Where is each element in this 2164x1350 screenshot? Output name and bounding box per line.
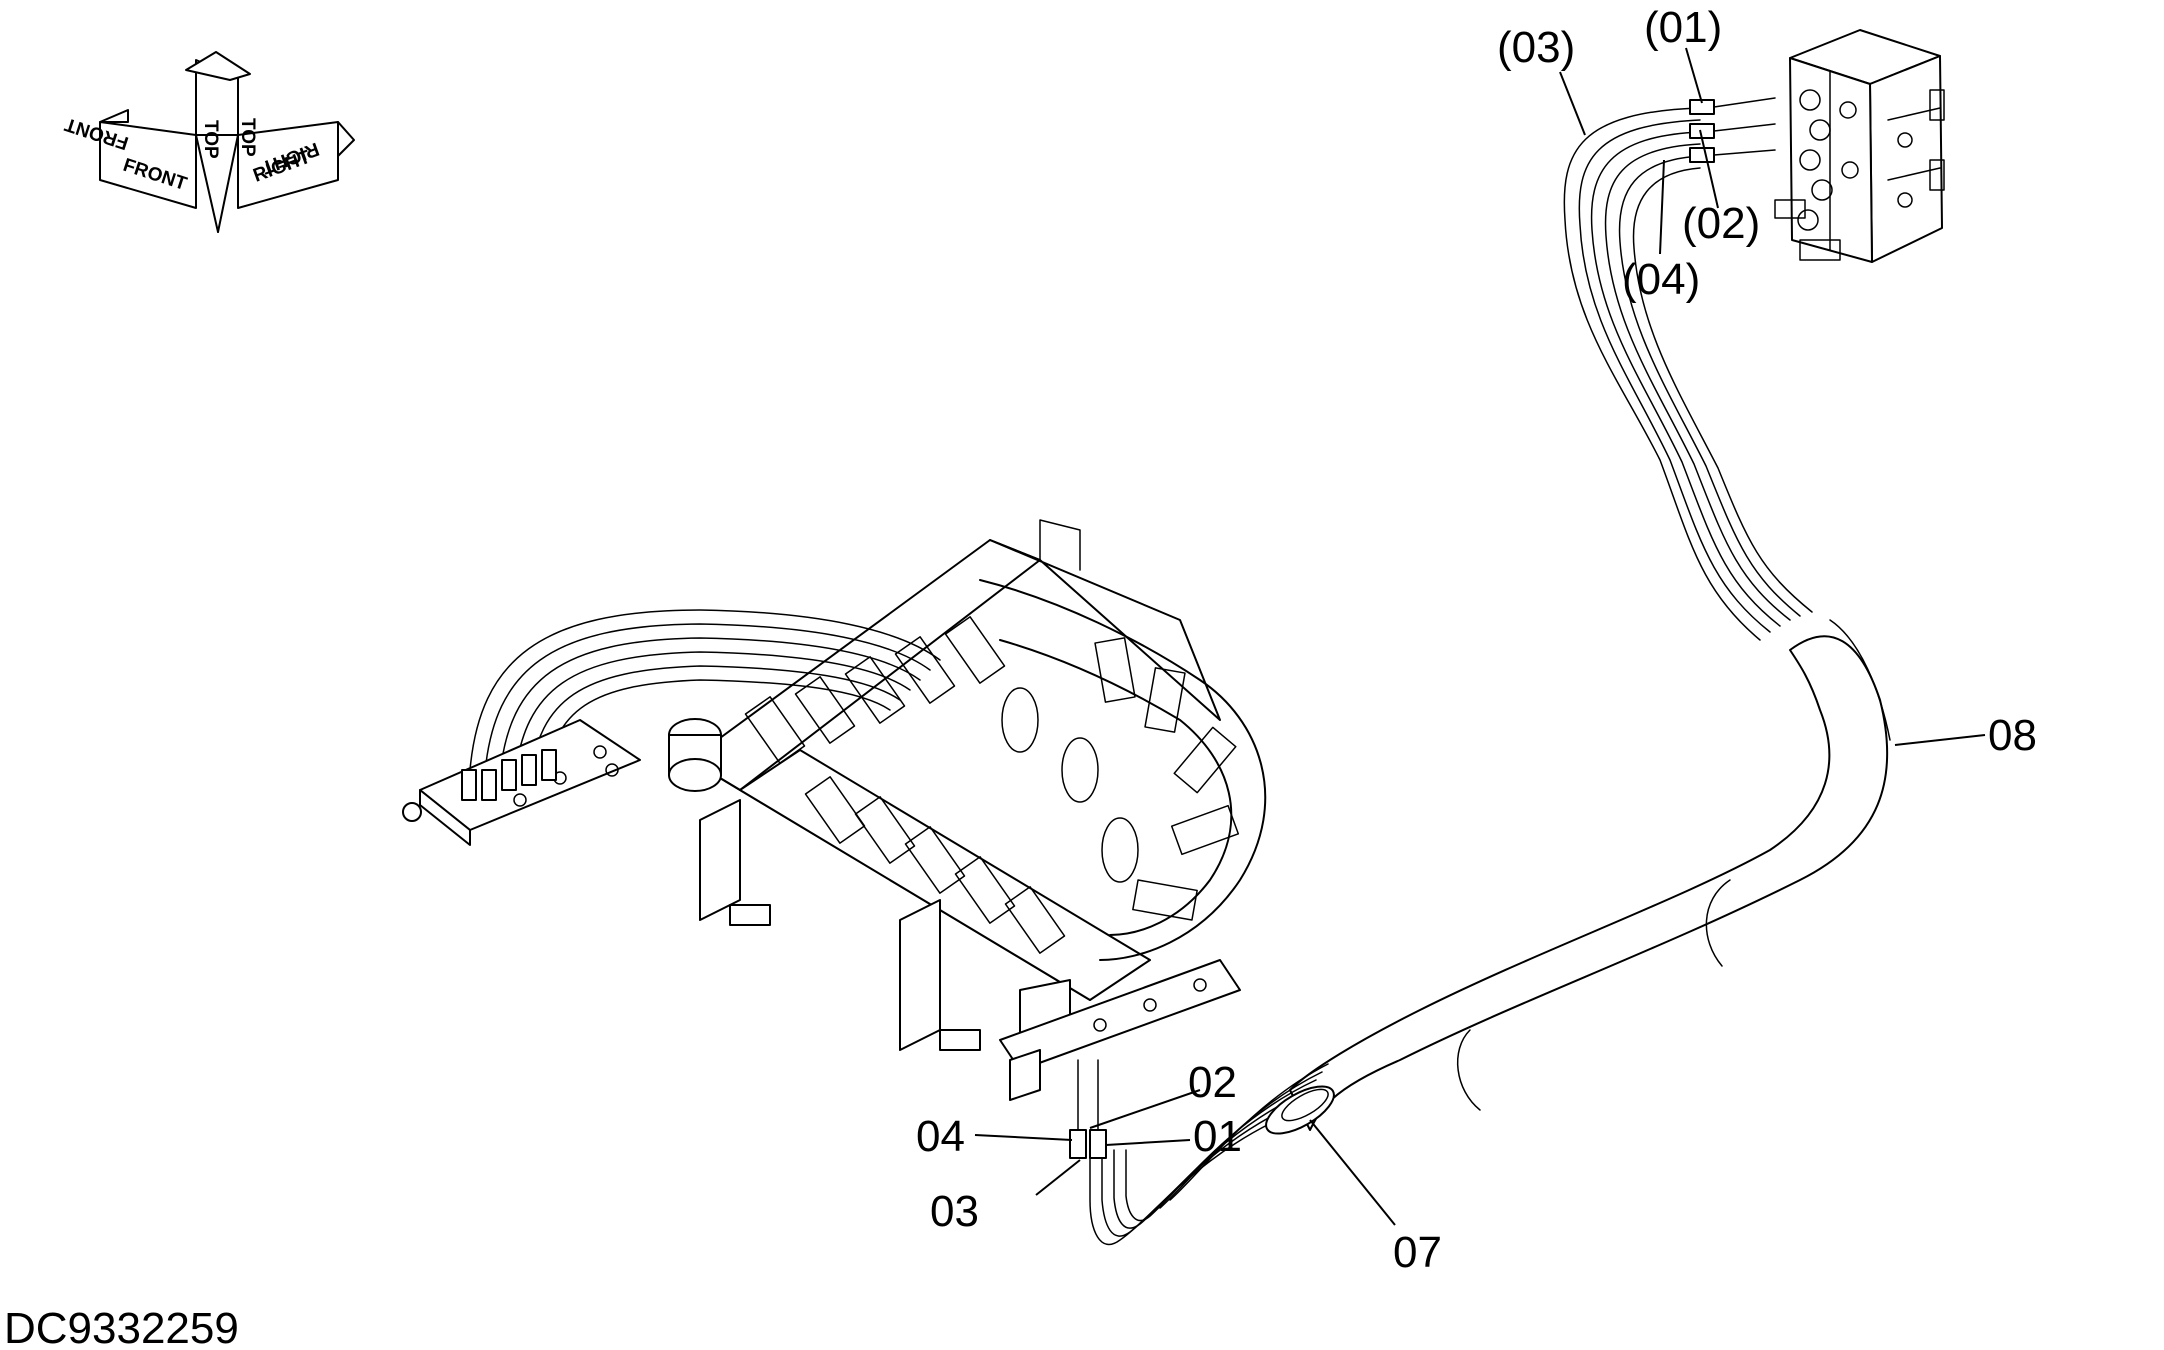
hose-bundle-lower [1069,1059,1335,1246]
orientation-indicator: FRONT FRONT TOP TOP RIGHT RIGHT [62,51,355,233]
callout-03-paren: (03) [1497,23,1575,72]
callout-04: 04 [916,1112,965,1161]
carrier-links [744,616,1240,954]
callout-01: 01 [1193,1112,1242,1161]
document-id: DC9332259 [4,1304,239,1350]
hose-bundle-upper [1563,97,1813,641]
orientation-top-label: TOP [200,120,221,159]
control-valve-block [1774,29,1945,263]
callout-02: 02 [1188,1058,1237,1107]
orientation-top-mirror-label: TOP [237,118,258,157]
cable-carrier-assembly [668,519,1267,1101]
callout-03: 03 [930,1187,979,1236]
protective-sleeve [1289,619,1891,1131]
hose-bundle-left [402,609,941,846]
callout-04-paren: (04) [1622,255,1700,304]
callout-08: 08 [1988,711,2037,760]
callout-01-paren: (01) [1644,3,1722,52]
callout-02-paren: (02) [1682,199,1760,248]
leader-lines [974,47,1986,1226]
callout-07: 07 [1393,1228,1442,1277]
